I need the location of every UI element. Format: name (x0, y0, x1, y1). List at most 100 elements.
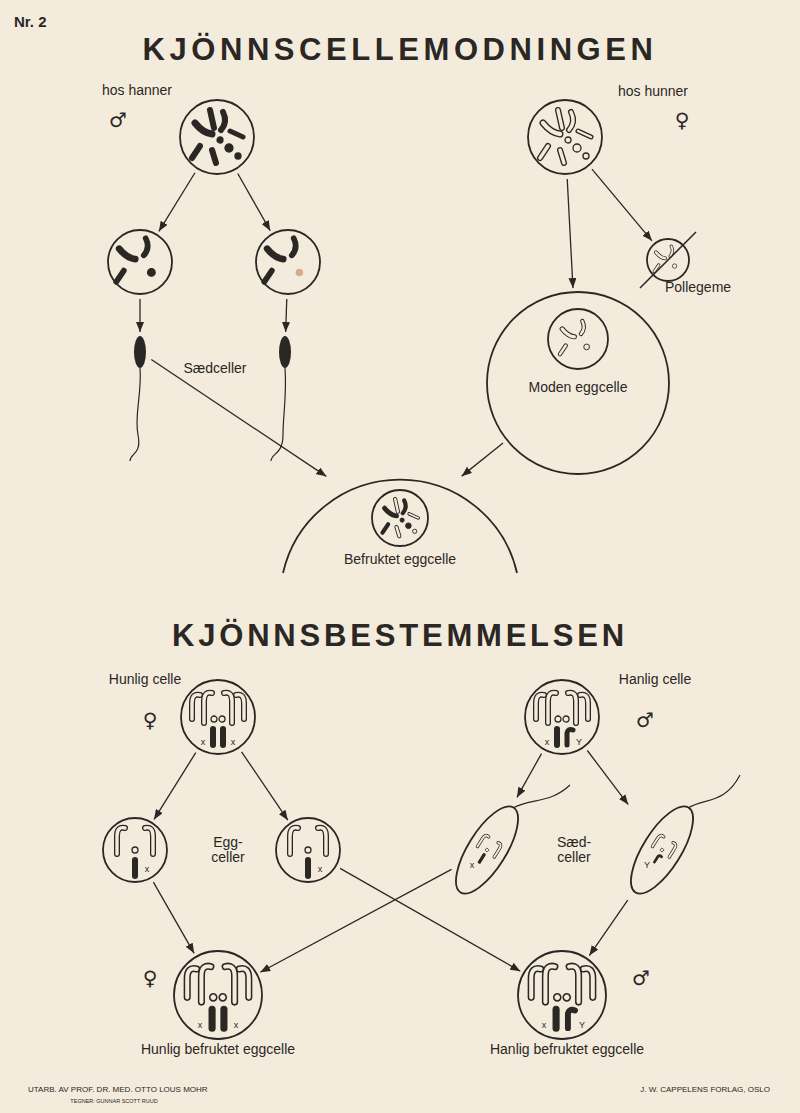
cell-outline (528, 100, 602, 174)
chromosome (395, 499, 398, 512)
chromosome (409, 514, 418, 518)
chromosome-fill (477, 834, 488, 849)
drawing-part (116, 238, 155, 282)
group-label: Sædceller (183, 361, 246, 376)
chromosome-fill (578, 131, 591, 137)
chromosome-dot (563, 994, 570, 1001)
chromosome-fill (581, 321, 584, 334)
cell-drawing (180, 679, 256, 755)
cell-drawing (277, 335, 293, 369)
cell-drawing (102, 817, 168, 883)
cell-node (132, 335, 148, 369)
chromosome-letter: x (234, 1021, 239, 1031)
chromosome-fill (536, 695, 544, 719)
drawing-part (181, 680, 255, 754)
chromosome (578, 131, 591, 137)
chromosome (560, 345, 566, 354)
chromosome (210, 729, 216, 745)
arrow-connector (242, 752, 288, 820)
cell-drawing (455, 800, 520, 900)
chromosome (192, 695, 200, 719)
sex-symbol: ♀ (143, 709, 158, 731)
cell-drawing (255, 229, 321, 295)
drawing-part (174, 951, 262, 1039)
chromosome-fill (656, 252, 665, 258)
sperm-outline (444, 798, 529, 903)
chromosome-fill (580, 695, 588, 719)
drawing-part (646, 834, 677, 867)
chromosome (540, 146, 548, 158)
cell-node: Befruktet eggcelle (285, 478, 515, 573)
drawing-part (531, 966, 593, 1028)
cell-node (107, 229, 173, 295)
chromosome (569, 112, 573, 130)
publisher-note: J. W. CAPPELENS FORLAG, OSLO (640, 1086, 770, 1095)
chromosome (212, 150, 216, 163)
chromosome-fill (318, 828, 326, 854)
cell-outline (181, 680, 255, 754)
chromosome (220, 1009, 227, 1028)
chromosome (554, 729, 560, 745)
chromosome (403, 501, 406, 514)
nucleus (372, 490, 428, 546)
chromosome (210, 110, 214, 128)
cell-node: x (102, 817, 168, 883)
sex-symbol: ♀ (675, 109, 690, 131)
cell-outline (525, 680, 599, 754)
cell-node: Hanlig celle♂xY (524, 679, 600, 755)
chromosome-fill (569, 112, 573, 130)
chromosome-dot (584, 344, 590, 350)
chromosome-dot (219, 716, 225, 722)
chromosome-fill (490, 842, 501, 857)
chromosome-dot (555, 716, 561, 722)
arrow-connector (154, 753, 196, 820)
drawing-part (619, 775, 740, 902)
chromosome (562, 329, 574, 337)
arrow-connector (159, 173, 195, 232)
chromosome-dot (132, 847, 138, 853)
chromosome-letter: x (201, 738, 206, 748)
chromosome (553, 1009, 560, 1028)
chromosome (116, 271, 124, 282)
sex-symbol: ♀ (143, 967, 158, 989)
section-heading: KJÖNNSBESTEMMELSEN (172, 619, 628, 653)
cell-node: ♀xxHunlig befruktet eggcelle (173, 950, 263, 1040)
chromosome (144, 238, 148, 255)
chromosome-dot (413, 529, 417, 533)
drawing-part (283, 480, 517, 573)
chromosome-fill (670, 246, 672, 256)
chromosome (187, 969, 196, 998)
chromosome (119, 249, 135, 259)
drawing-part (487, 292, 669, 474)
cell-node: Moden eggcelle (486, 291, 670, 475)
sperm-tail (130, 368, 140, 461)
cell-drawing (173, 950, 263, 1040)
cell-label: Hanlig befruktet eggcelle (490, 1042, 644, 1057)
arrow-connector (340, 868, 520, 971)
chromosome (665, 842, 676, 857)
chromosome (290, 828, 298, 854)
arrow-connector (238, 174, 270, 231)
chromosome (318, 828, 326, 854)
chromosome (583, 969, 592, 998)
chromosome-letter: x (145, 865, 150, 875)
chromosome-dot (400, 518, 404, 522)
chromosome (568, 1010, 575, 1028)
cell-label: hos hanner (102, 83, 172, 98)
chromosome (117, 828, 125, 854)
chromosome (531, 969, 540, 998)
chromosome-fill (397, 527, 400, 536)
chromosome-dot (211, 716, 217, 722)
group-label: Egg- celler (202, 835, 254, 866)
credit-note: TEGNER: GUNNAR SCOTT RUUD (70, 1098, 157, 1104)
chromosome-dot (660, 848, 665, 853)
sperm-tail (688, 775, 740, 808)
cell-node: xY♂Hanlig befruktet eggcelle (517, 950, 607, 1040)
chromosome-fill (652, 834, 663, 849)
drawing-part (264, 238, 303, 282)
cell-outline (518, 951, 606, 1039)
chromosome (580, 695, 588, 719)
chromosome (195, 123, 212, 134)
chromosome-dot (554, 994, 561, 1001)
